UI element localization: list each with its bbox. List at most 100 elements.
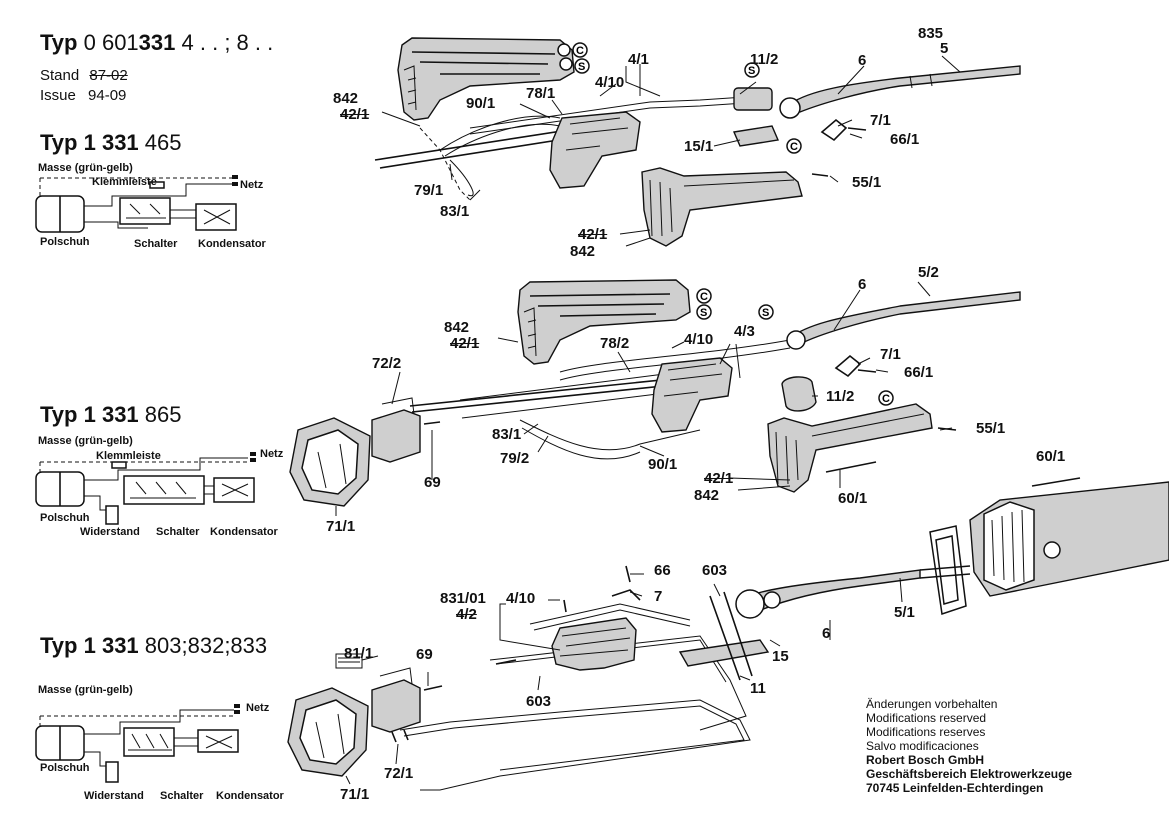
part-label: 11/2 [826, 388, 855, 405]
svg-text:S: S [700, 307, 707, 319]
part-label: 90/1 [648, 456, 678, 473]
part-label: 42/1 [340, 106, 370, 123]
wiring-polschuh-label: Polschuh [40, 236, 90, 248]
svg-text:C: C [790, 141, 798, 153]
bottom-leader-lines [345, 573, 903, 785]
part-label: 11/2 [750, 51, 779, 68]
footer-address: 70745 Leinfelden-Echterdingen [866, 781, 1044, 795]
part-label: 603 [702, 562, 728, 579]
wiring-netz-label: Netz [246, 702, 270, 714]
svg-text:C: C [882, 393, 890, 405]
footer-line: Änderungen vorbehalten [866, 697, 998, 711]
footer-division: Geschäftsbereich Elektrowerkzeuge [866, 767, 1073, 781]
variant-heading-803: Typ 1 331 803;832;833 [40, 633, 267, 659]
top-assembly-drawing: C S C S [374, 37, 1021, 247]
variant-bold-number: 1 331 [83, 402, 139, 427]
part-label: 81/1 [344, 645, 374, 662]
part-label: 6 [858, 52, 867, 69]
part-label: 83/1 [492, 426, 522, 443]
wiring-schalter-label: Schalter [156, 526, 200, 538]
wiring-kondensator-label: Kondensator [210, 526, 278, 538]
part-label: 71/1 [340, 786, 370, 803]
footer-company: Robert Bosch GmbH [866, 753, 985, 767]
variant-number: 865 [144, 402, 182, 427]
variant-typ-word: Typ [40, 633, 78, 658]
variant-bold-number: 1 331 [83, 633, 139, 658]
svg-text:C: C [700, 291, 708, 303]
svg-text:S: S [748, 65, 755, 77]
part-label: 6 [822, 625, 831, 642]
part-label: 7/1 [870, 112, 891, 129]
wiring-diagram-465 [35, 175, 238, 233]
part-label: 69 [424, 474, 441, 491]
wiring-netz-label: Netz [240, 179, 264, 191]
stand-label: Stand [40, 67, 80, 84]
variant-bold-number: 1 331 [83, 130, 139, 155]
typ-number-suffix: 4 . . ; 8 . . [181, 30, 274, 55]
wiring-diagram-803 [35, 704, 240, 783]
part-label: 60/1 [1036, 448, 1066, 465]
part-label: 78/2 [600, 335, 630, 352]
part-label: 4/10 [684, 331, 714, 348]
part-label: 4/10 [595, 74, 625, 91]
part-label: 42/1 [450, 335, 480, 352]
part-label: 66/1 [904, 364, 934, 381]
part-label: 6 [858, 276, 867, 293]
bottom-assembly-drawing [287, 565, 971, 791]
wiring-schalter-label: Schalter [160, 790, 204, 802]
wiring-masse-label: Masse (grün-gelb) [38, 162, 133, 174]
svg-text:S: S [578, 61, 585, 73]
part-label: 71/1 [326, 518, 356, 535]
part-label: 842 [333, 90, 359, 107]
part-label: 603 [526, 693, 552, 710]
part-label: 83/1 [440, 203, 470, 220]
typ-word: Typ [40, 30, 78, 55]
part-label: 55/1 [976, 420, 1006, 437]
part-label: 831/01 [440, 590, 486, 607]
variant-number: 465 [144, 130, 182, 155]
top-leader-lines [381, 55, 961, 247]
footer-line: Salvo modificaciones [866, 739, 979, 753]
variant-number: 803;832;833 [144, 633, 268, 658]
part-label: 4/1 [628, 51, 649, 68]
part-label: 5 [940, 40, 949, 57]
part-label: 842 [570, 243, 596, 260]
part-label: 42/1 [704, 470, 734, 487]
variant-heading-865: Typ 1 331 865 [40, 402, 182, 428]
part-label: 69 [416, 646, 433, 663]
part-label: 60/1 [838, 490, 868, 507]
part-label: 4/10 [506, 590, 536, 607]
issue-line: Issue 94-09 [40, 87, 126, 104]
typ-number-prefix: 0 601 [83, 30, 139, 55]
part-label: 842 [694, 487, 720, 504]
right-tool-drawing [929, 477, 1169, 615]
part-label: 5/2 [918, 264, 939, 281]
footer-notice: Änderungen vorbehalten Modifications res… [866, 697, 1072, 795]
wiring-kondensator-label: Kondensator [216, 790, 284, 802]
wiring-schalter-label: Schalter [134, 238, 178, 250]
middle-leader-lines [335, 281, 953, 516]
wiring-diagram-865 [35, 452, 256, 525]
wiring-netz-label: Netz [260, 448, 284, 460]
wiring-masse-label: Masse (grün-gelb) [38, 435, 133, 447]
part-label: 5/1 [894, 604, 915, 621]
wiring-klemmleiste-label: Klemmleiste [92, 176, 157, 188]
wiring-klemmleiste-label: Klemmleiste [96, 450, 161, 462]
main-type-heading: Typ 0 601331 4 . . ; 8 . . [40, 30, 273, 56]
stand-value: 87-02 [89, 67, 128, 84]
wiring-polschuh-label: Polschuh [40, 762, 90, 774]
part-label: 72/1 [384, 765, 414, 782]
part-label: 78/1 [526, 85, 556, 102]
part-label: 79/2 [500, 450, 530, 467]
variant-heading-465: Typ 1 331 465 [40, 130, 182, 156]
issue-label: Issue [40, 87, 76, 104]
middle-assembly-drawing: C S C S [289, 279, 1021, 507]
wiring-masse-label: Masse (grün-gelb) [38, 684, 133, 696]
footer-line: Modifications reserved [866, 711, 987, 725]
part-label: 7/1 [880, 346, 901, 363]
wiring-widerstand-label: Widerstand [80, 526, 140, 538]
footer-line: Modifications reserves [866, 725, 986, 739]
variant-typ-word: Typ [40, 130, 78, 155]
wiring-widerstand-label: Widerstand [84, 790, 144, 802]
